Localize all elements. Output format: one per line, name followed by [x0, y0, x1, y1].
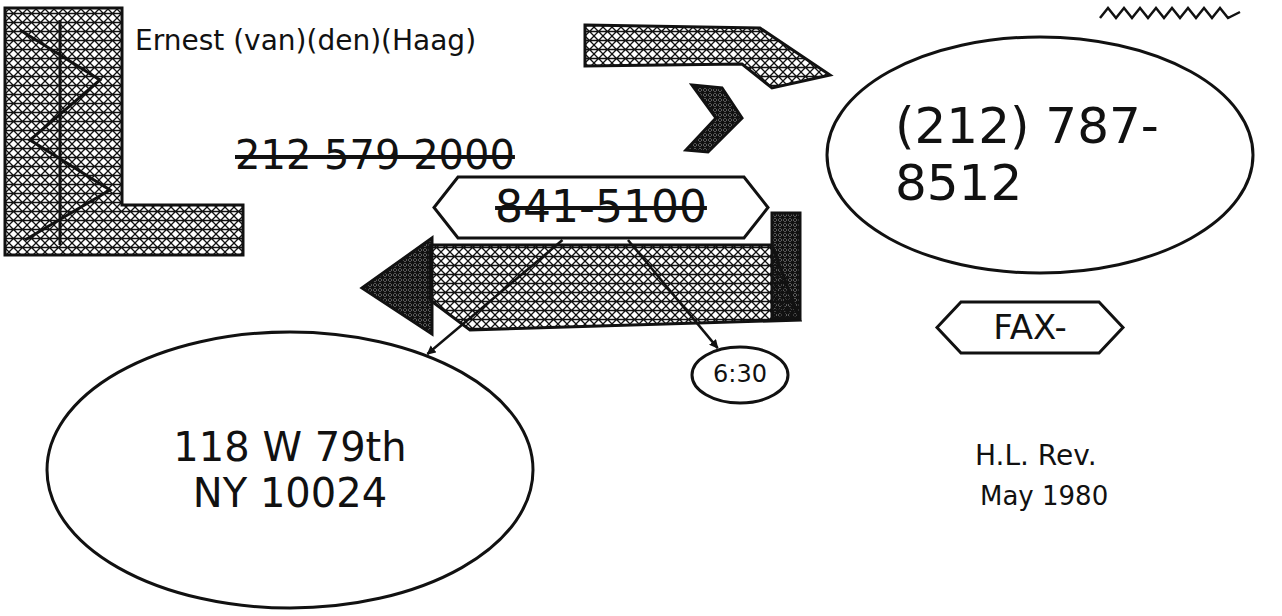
- ellipse-outline: [692, 347, 788, 403]
- hexagon-outline: [434, 177, 768, 238]
- ellipse-outline: [47, 332, 533, 608]
- phone-note: 212 579 2000: [235, 132, 515, 178]
- fax-hexagon: FAX-: [935, 300, 1125, 355]
- hatched-chevron: [686, 85, 742, 152]
- node-text: 118 W 79th NY 10024: [140, 424, 440, 516]
- node-text: 6:30: [713, 361, 767, 389]
- date-note: May 1980: [980, 482, 1108, 512]
- l-shape-scribble: [20, 20, 110, 245]
- black-arrowhead: [362, 238, 432, 334]
- ellipse-outline: [827, 37, 1253, 273]
- hexagon-outline: [937, 302, 1123, 353]
- time-circle: 6:30: [690, 345, 790, 405]
- phone-hexagon: 841-5100: [432, 175, 770, 240]
- node-text: (212) 787-8512: [895, 98, 1185, 213]
- hatched-arrow-band: [585, 25, 830, 88]
- node-outline: [825, 35, 1255, 275]
- zigzag-mark: [1100, 8, 1240, 18]
- phone-ellipse: (212) 787-8512: [825, 35, 1255, 275]
- node-text: 841-5100: [495, 182, 707, 233]
- connector-arrow: [628, 240, 718, 348]
- hatched-lower-band: [430, 245, 800, 330]
- signature-note: H.L. Rev.: [975, 440, 1097, 472]
- connector-arrow: [427, 240, 562, 354]
- name-note: Ernest (van)(den)(Haag): [135, 25, 476, 57]
- address-ellipse: 118 W 79th NY 10024: [45, 330, 535, 610]
- node-text: FAX-: [993, 308, 1067, 347]
- hatched-side-bar: [772, 213, 800, 318]
